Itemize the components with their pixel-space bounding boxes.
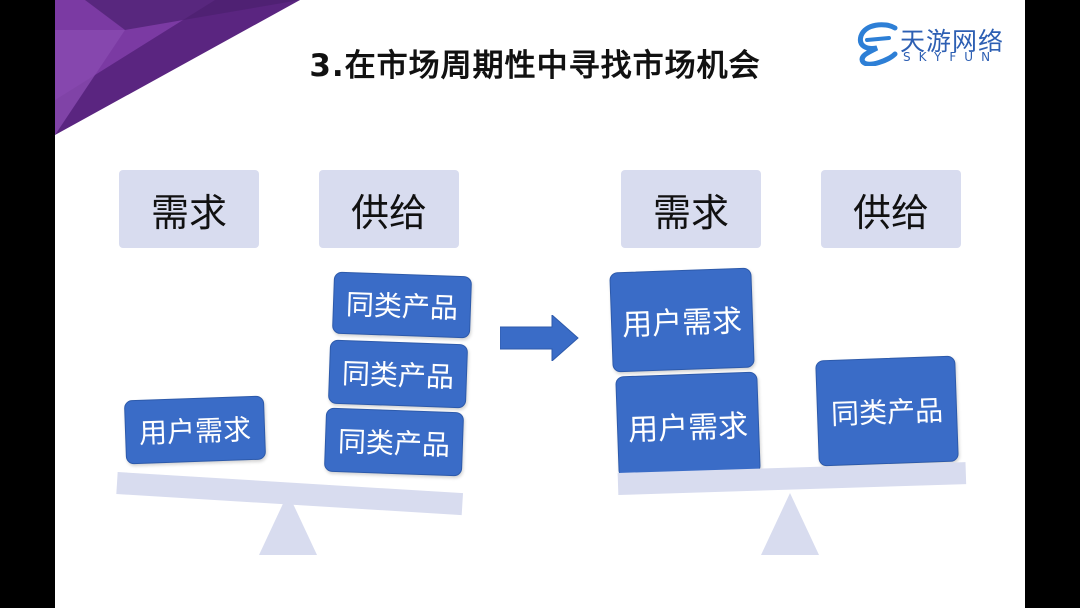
- left-supply-block-top: 同类产品: [331, 271, 473, 339]
- left-supply-block-middle: 同类产品: [327, 339, 469, 409]
- left-demand-block: 用户需求: [123, 395, 267, 465]
- triangle-fulcrum-icon: [761, 493, 819, 555]
- logo-name-en: SKYFUN: [903, 50, 999, 64]
- corner-decoration: [55, 0, 300, 135]
- triangle-fulcrum-icon: [259, 493, 317, 555]
- slide-title: 3.在市场周期性中寻找市场机会: [309, 48, 761, 84]
- logo-name-cn: 天游网络: [900, 27, 1005, 56]
- left-supply-label: 供给: [319, 170, 459, 248]
- right-supply-label: 供给: [821, 170, 961, 248]
- slide: 天游网络 SKYFUN 3.在市场周期性中寻找市场机会 需求 供给 用户需求 同…: [55, 0, 1025, 608]
- right-demand-label: 需求: [621, 170, 761, 248]
- left-supply-block-bottom: 同类产品: [323, 407, 465, 477]
- skyfun-logo-icon: [857, 22, 898, 66]
- right-supply-block: 同类产品: [815, 355, 959, 467]
- company-logo: 天游网络 SKYFUN: [855, 20, 1015, 68]
- left-demand-label: 需求: [119, 170, 259, 248]
- right-arrow-icon: [500, 315, 579, 361]
- right-demand-block-bottom: 用户需求: [615, 371, 761, 479]
- right-demand-block-top: 用户需求: [609, 267, 755, 373]
